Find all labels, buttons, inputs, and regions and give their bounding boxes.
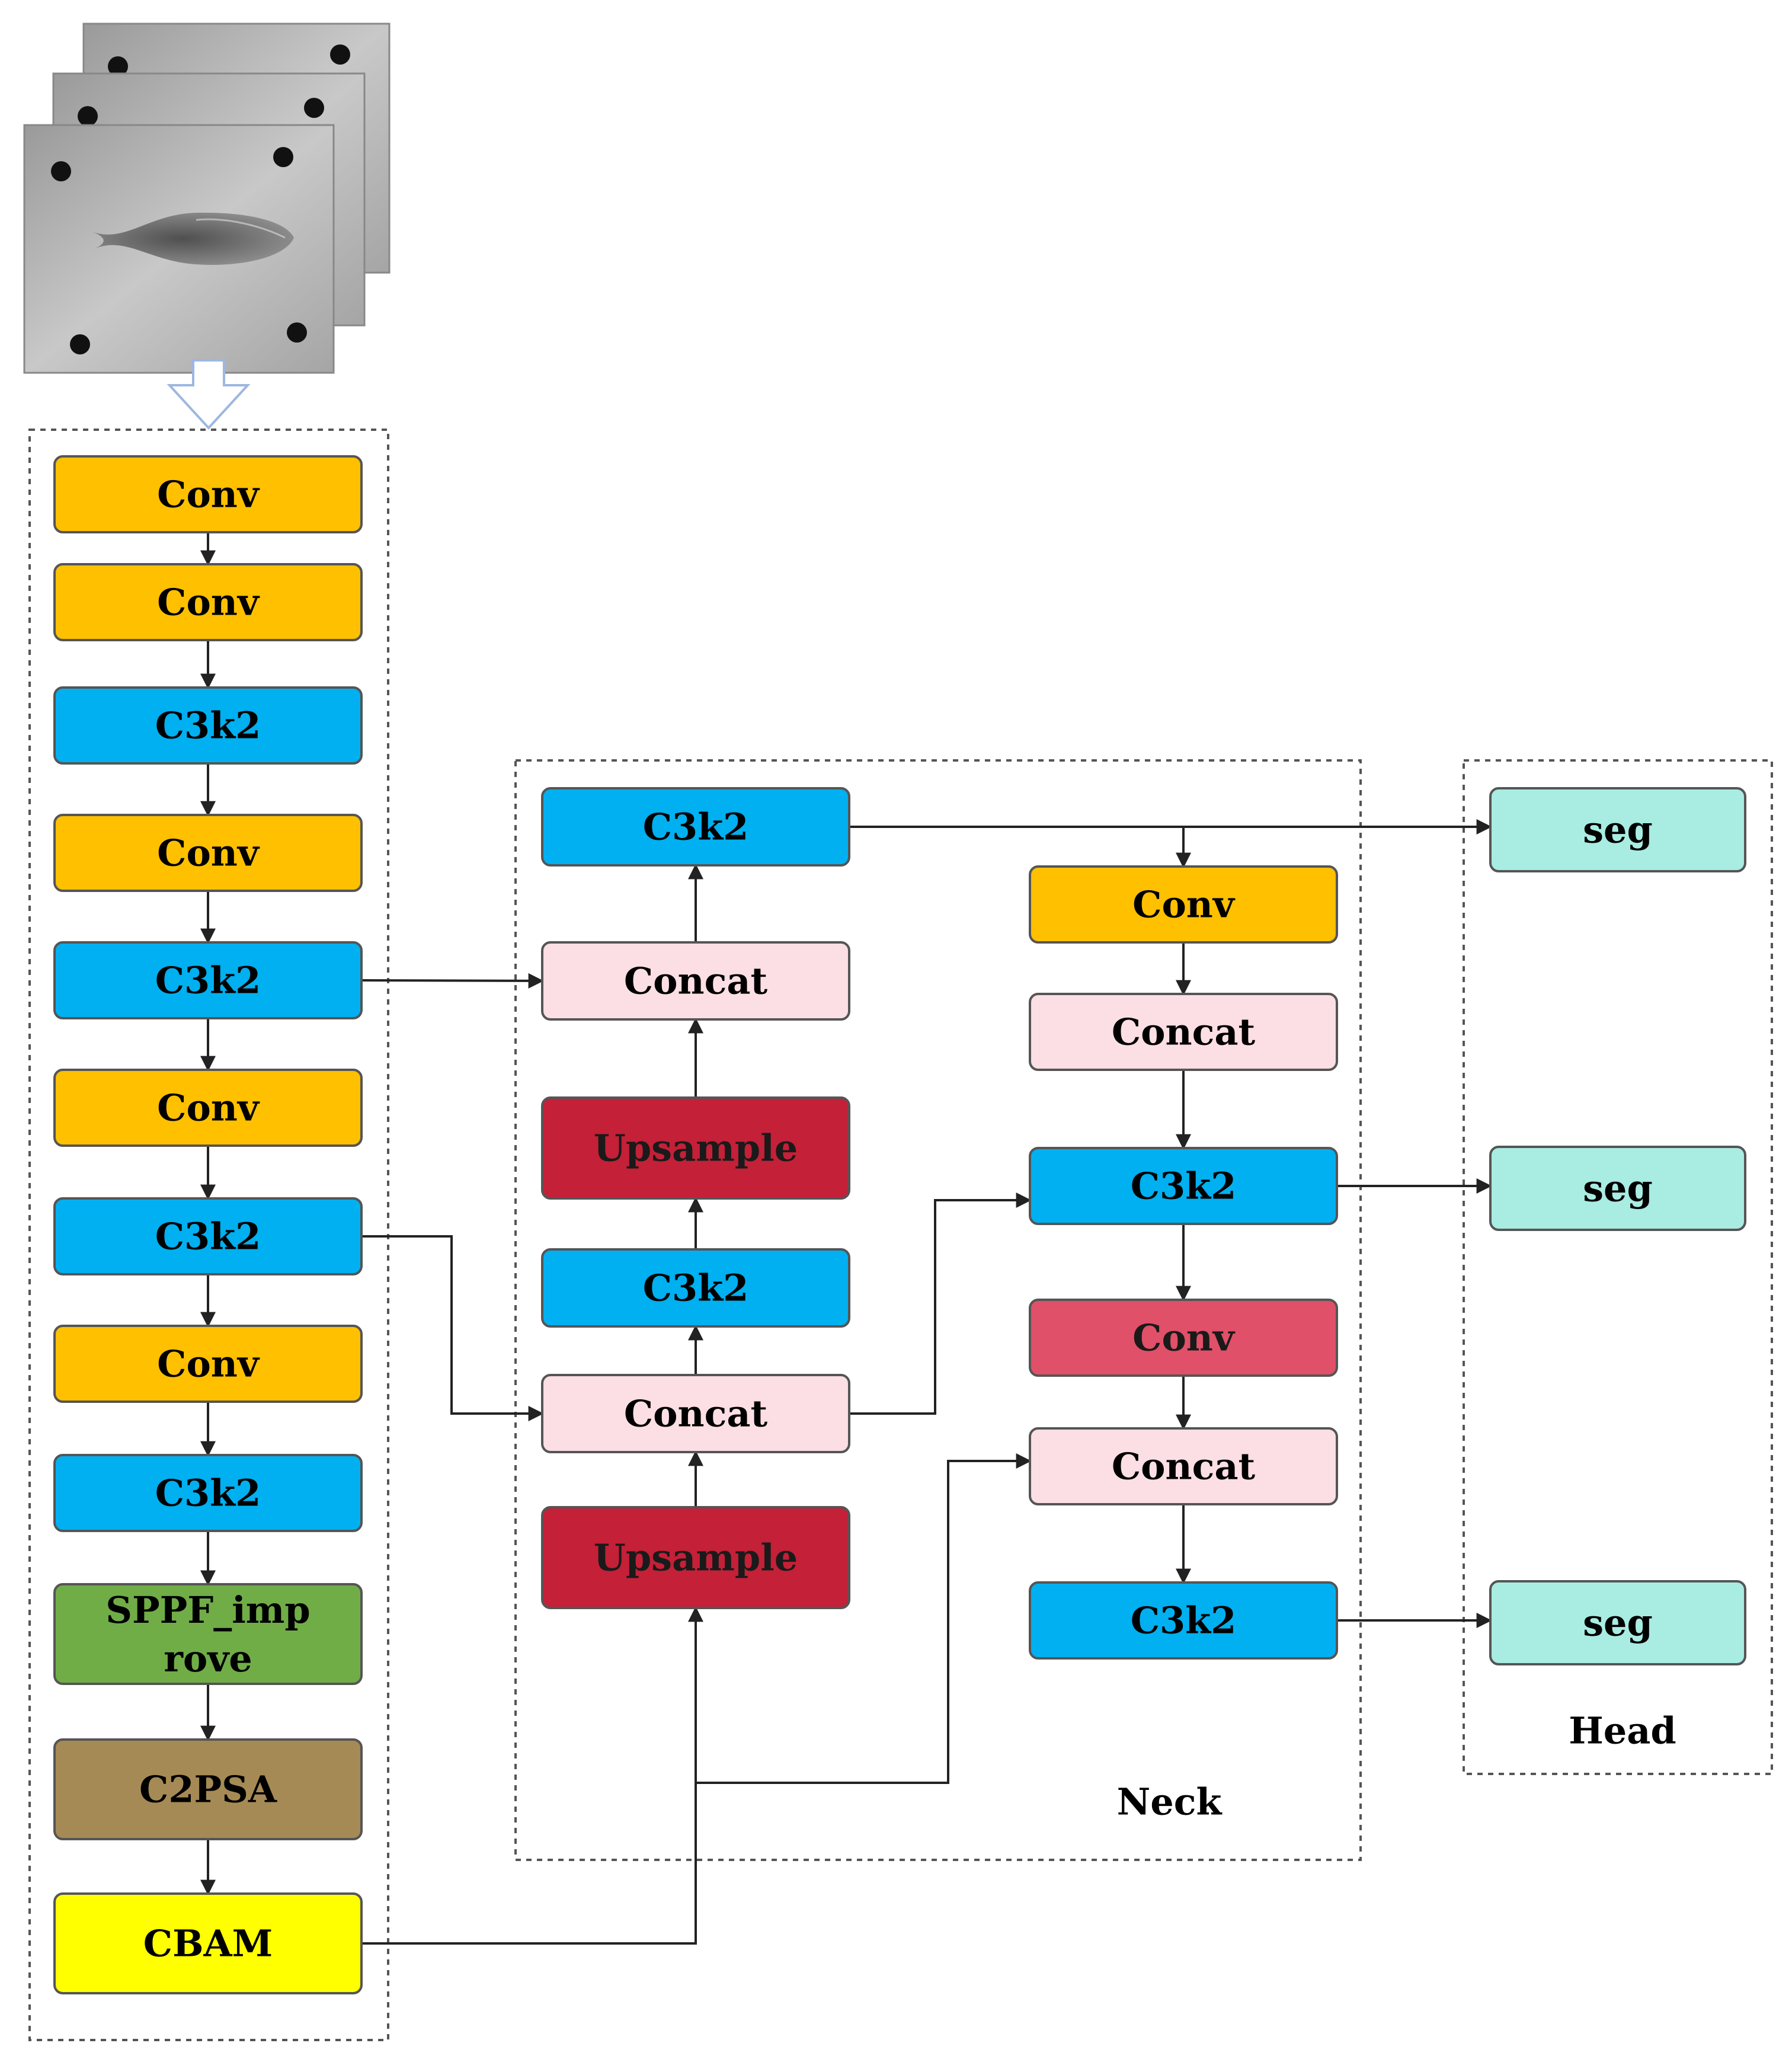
neck-left-node-label: Upsample xyxy=(594,1127,798,1170)
backbone-node-c3k2-5: C3k2 xyxy=(53,941,363,1019)
nodes: ConvConvC3k2ConvC3k2ConvC3k2ConvC3k2SPPF… xyxy=(53,455,1746,1994)
neck-left-node-concat-2: Concat xyxy=(541,941,850,1021)
backbone-node-box xyxy=(53,1454,363,1532)
neck-right-node-label: Concat xyxy=(1112,1445,1256,1488)
backbone-node-conv-1: Conv xyxy=(53,455,363,533)
backbone-node-c2psa-11: C2PSA xyxy=(53,1738,363,1840)
neck-right-node-label: Conv xyxy=(1132,883,1236,926)
backbone-node-box xyxy=(53,1325,363,1403)
neck-left-node-c3k2-4: C3k2 xyxy=(541,1248,850,1328)
neck-left-node-upsample-6: Upsample xyxy=(541,1506,850,1609)
neck-left-node-label: Concat xyxy=(624,960,768,1003)
backbone-node-c3k2-9: C3k2 xyxy=(53,1454,363,1532)
neck-right-node-label: C3k2 xyxy=(1131,1165,1237,1208)
skip-edge xyxy=(361,1606,703,1945)
fish-larva-image xyxy=(23,124,335,374)
skip-edge xyxy=(696,1453,1032,1784)
head-node-seg-2: seg xyxy=(1489,1146,1746,1231)
head-node-box xyxy=(1489,1146,1746,1231)
backbone-node-label: Conv xyxy=(157,473,260,516)
backbone-node-label: C3k2 xyxy=(155,959,261,1002)
backbone-node-label: CBAM xyxy=(143,1922,273,1965)
neck-label: Neck xyxy=(1117,1780,1223,1824)
head-node-box xyxy=(1489,1580,1746,1665)
backbone-node-cbam-12: CBAM xyxy=(53,1892,363,1994)
neck-right-node-box xyxy=(1029,865,1338,944)
backbone-node-box xyxy=(53,814,363,892)
backbone-node-conv-8: Conv xyxy=(53,1325,363,1403)
backbone-node-c3k2-7: C3k2 xyxy=(53,1197,363,1275)
neck-left-node-label: C3k2 xyxy=(643,805,749,849)
backbone-node-box xyxy=(53,455,363,533)
neck-right-node-label: Concat xyxy=(1112,1011,1256,1054)
neck-left-node-box xyxy=(541,1374,850,1453)
neck-left-node-concat-5: Concat xyxy=(541,1374,850,1453)
neck-right-node-concat-5: Concat xyxy=(1029,1427,1338,1505)
head-label: Head xyxy=(1569,1709,1676,1753)
backbone-node-box xyxy=(53,1892,363,1994)
neck-left-node-box xyxy=(541,941,850,1021)
neck-right-node-box xyxy=(1029,1147,1338,1225)
backbone-node-conv-2: Conv xyxy=(53,563,363,641)
backbone-node-box xyxy=(53,686,363,765)
backbone-node-label: C3k2 xyxy=(155,1215,261,1258)
neck-right-node-c3k2-6: C3k2 xyxy=(1029,1581,1338,1660)
backbone-node-label: Conv xyxy=(157,832,260,875)
backbone-node-conv-4: Conv xyxy=(53,814,363,892)
backbone-node-conv-6: Conv xyxy=(53,1069,363,1147)
neck-left-node-box xyxy=(541,1506,850,1609)
head-node-label: seg xyxy=(1583,808,1653,852)
backbone-node-box xyxy=(53,1197,363,1275)
neck-left-node-label: C3k2 xyxy=(643,1267,749,1310)
input-flow-arrow xyxy=(167,359,251,430)
neck-left-node-label: Upsample xyxy=(594,1536,798,1580)
backbone-node-label: C2PSA xyxy=(139,1768,277,1811)
backbone-node-label: Conv xyxy=(157,581,260,624)
neck-right-node-box xyxy=(1029,1299,1338,1377)
skip-edge xyxy=(849,1192,1032,1415)
backbone-node-label: C3k2 xyxy=(155,1472,261,1515)
head-frame xyxy=(1463,759,1773,1775)
backbone-frame xyxy=(28,429,389,2041)
neck-right-node-label: C3k2 xyxy=(1131,1599,1237,1642)
backbone-node-box xyxy=(53,563,363,641)
backbone-node-box xyxy=(53,1738,363,1840)
head-node-seg-3: seg xyxy=(1489,1580,1746,1665)
neck-right-node-box xyxy=(1029,1427,1338,1505)
neck-left-node-box xyxy=(541,1248,850,1328)
backbone-node-label: Conv xyxy=(157,1342,260,1386)
neck-left-node-label: Concat xyxy=(624,1392,768,1435)
neck-left-node-box xyxy=(541,787,850,867)
neck-right-node-concat-2: Concat xyxy=(1029,993,1338,1071)
neck-right-node-box xyxy=(1029,1581,1338,1660)
neck-left-node-upsample-3: Upsample xyxy=(541,1096,850,1200)
neck-right-node-label: Conv xyxy=(1132,1316,1236,1360)
skip-edge xyxy=(361,1235,544,1421)
neck-right-node-conv-4: Conv xyxy=(1029,1299,1338,1377)
backbone-node-c3k2-3: C3k2 xyxy=(53,686,363,765)
backbone-node-box xyxy=(53,1069,363,1147)
backbone-node-box xyxy=(53,1583,363,1685)
head-node-label: seg xyxy=(1583,1601,1653,1645)
neck-right-node-box xyxy=(1029,993,1338,1071)
neck-frame xyxy=(514,759,1362,1861)
backbone-node-label: Conv xyxy=(157,1086,260,1130)
backbone-node-label: C3k2 xyxy=(155,704,261,747)
skip-edge xyxy=(361,973,544,989)
backbone-node-box xyxy=(53,941,363,1019)
neck-right-node-conv-1: Conv xyxy=(1029,865,1338,944)
head-node-box xyxy=(1489,787,1746,872)
neck-right-node-c3k2-3: C3k2 xyxy=(1029,1147,1338,1225)
neck-left-node-box xyxy=(541,1096,850,1200)
connections xyxy=(200,532,1492,1945)
head-node-label: seg xyxy=(1583,1167,1653,1210)
input-image-stack xyxy=(23,23,391,430)
neck-left-node-c3k2-1: C3k2 xyxy=(541,787,850,867)
head-node-seg-1: seg xyxy=(1489,787,1746,872)
